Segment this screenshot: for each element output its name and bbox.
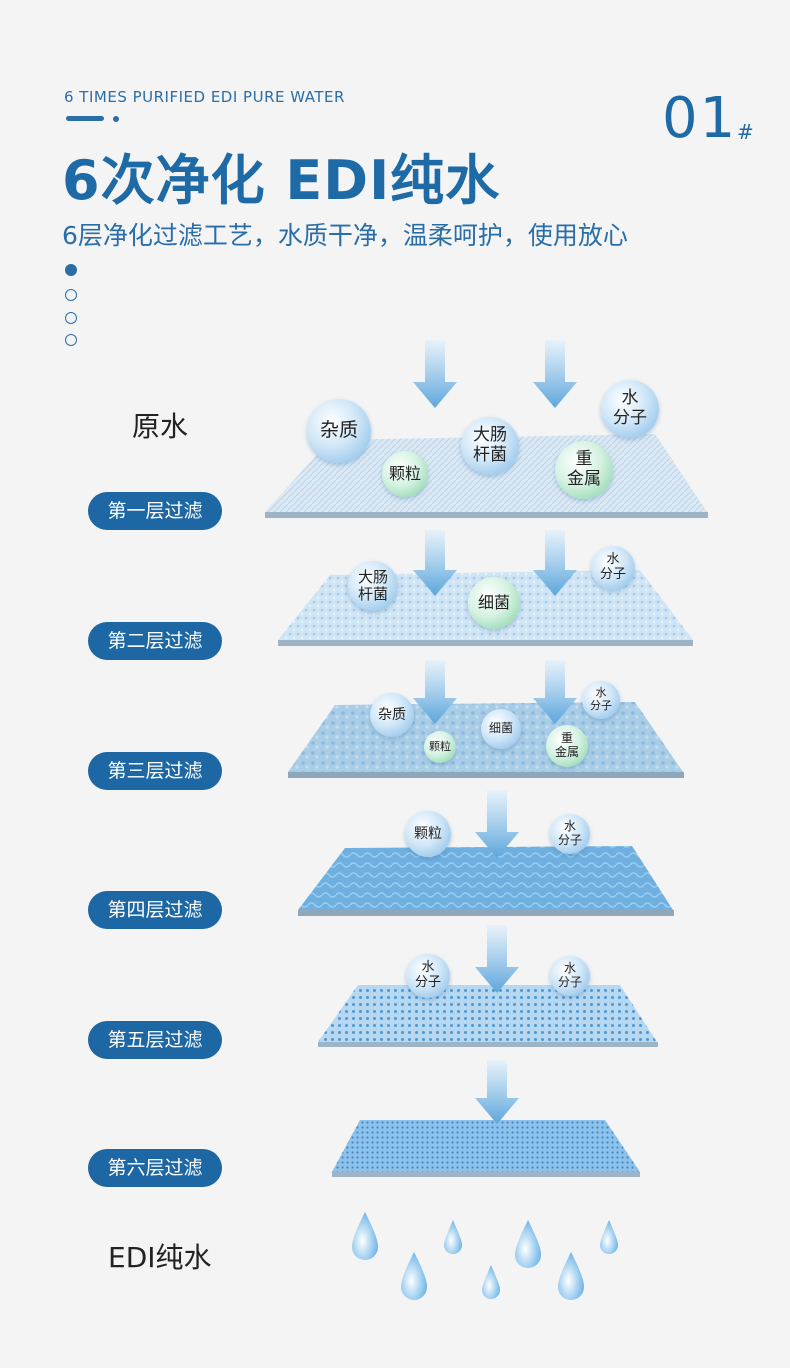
droplet-icon (482, 1265, 500, 1299)
arrow-down-icon (413, 340, 457, 408)
raw-water-label: 原水 (132, 410, 189, 443)
page-dot-3[interactable] (65, 312, 77, 324)
layer-5-label: 第五层过滤 (88, 1021, 222, 1059)
metal-molecule: 重 金属 (546, 725, 588, 767)
water-droplets (352, 1212, 618, 1300)
ecoli-molecule: 大肠 杆菌 (461, 417, 519, 475)
arrow-down-icon (413, 530, 457, 596)
water-molecule: 水 分子 (591, 546, 635, 590)
tagline: 6层净化过滤工艺，水质干净，温柔呵护，使用放心 (62, 221, 628, 250)
section-hash: # (737, 120, 754, 144)
droplet-icon (515, 1220, 541, 1268)
particle-molecule: 颗粒 (405, 811, 451, 857)
filter-layer-4 (298, 846, 674, 916)
droplet-icon (444, 1220, 462, 1254)
page-dot-1[interactable] (65, 264, 77, 276)
layer-1-label: 第一层过滤 (88, 492, 222, 530)
water-molecule: 水 分子 (582, 681, 620, 719)
metal-molecule: 重 金属 (555, 441, 613, 499)
page-dot-4[interactable] (65, 334, 77, 346)
impurity-molecule: 杂质 (370, 693, 414, 737)
arrow-down-icon (533, 530, 577, 596)
output-water-label: EDI纯水 (108, 1241, 212, 1274)
water-molecule: 水 分子 (406, 954, 450, 998)
impurity-molecule: 杂质 (307, 399, 371, 463)
page-title: 6次净化 EDI纯水 (62, 149, 501, 212)
layer-2-label: 第二层过滤 (88, 622, 222, 660)
ecoli-molecule: 大肠 杆菌 (348, 561, 398, 611)
bacteria-molecule: 细菌 (468, 577, 520, 629)
layer-4-label: 第四层过滤 (88, 891, 222, 929)
subtitle-english: 6 TIMES PURIFIED EDI PURE WATER (64, 88, 345, 106)
particle-molecule: 颗粒 (424, 731, 456, 763)
bacteria-molecule: 细菌 (481, 709, 521, 749)
arrow-down-icon (413, 660, 457, 724)
filter-layer-6 (332, 1120, 640, 1177)
water-molecule: 水 分子 (601, 380, 659, 438)
droplet-icon (401, 1252, 427, 1300)
droplet-icon (352, 1212, 378, 1260)
layer-6-label: 第六层过滤 (88, 1149, 222, 1187)
droplet-icon (558, 1252, 584, 1300)
flow-arrows (413, 340, 577, 1124)
arrow-down-icon (475, 1060, 519, 1124)
arrow-down-icon (533, 340, 577, 408)
droplet-icon (600, 1220, 618, 1254)
section-number: 01 (662, 86, 738, 151)
page-dot-2[interactable] (65, 289, 77, 301)
water-molecule: 水 分子 (550, 956, 590, 996)
accent-dot (113, 116, 119, 122)
layer-3-label: 第三层过滤 (88, 752, 222, 790)
arrow-down-icon (475, 925, 519, 993)
accent-dash (66, 116, 104, 121)
arrow-down-icon (533, 660, 577, 724)
filter-layer-5 (318, 985, 658, 1047)
particle-molecule: 颗粒 (382, 451, 428, 497)
arrow-down-icon (475, 790, 519, 858)
water-molecule: 水 分子 (550, 814, 590, 854)
